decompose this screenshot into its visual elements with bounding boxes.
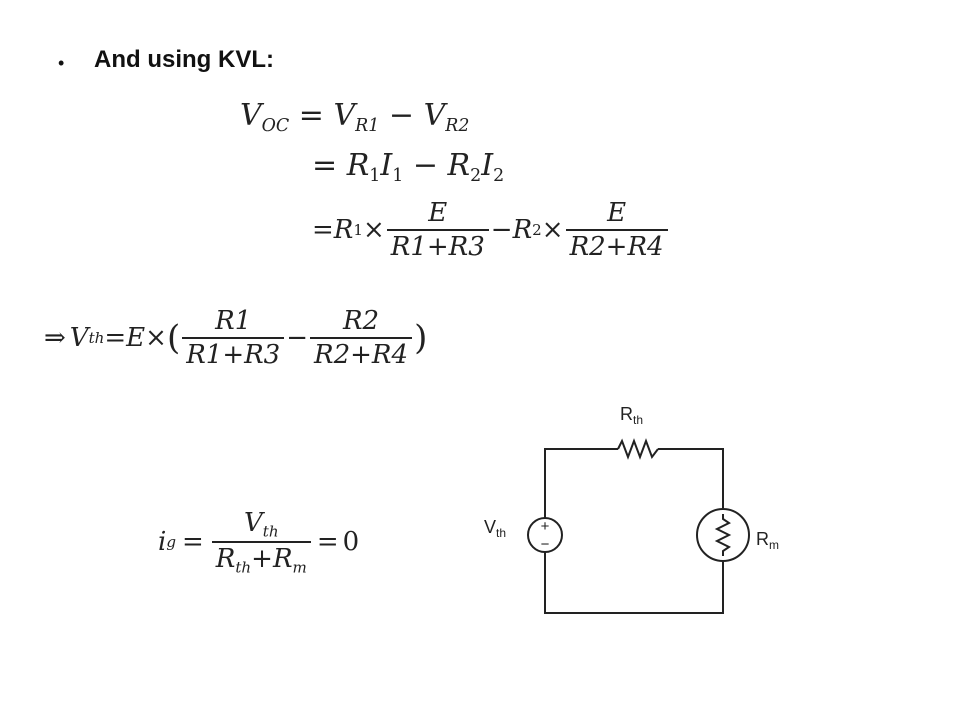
e-symbol: E: [126, 323, 146, 353]
minus-sign: −: [412, 148, 438, 183]
minus-sign: −: [388, 98, 415, 133]
equals-sign: =: [316, 527, 339, 558]
fraction-numerator: R1: [215, 306, 252, 336]
vth-label: Vth: [484, 517, 506, 540]
left-paren: (: [166, 318, 181, 358]
vth-label-subscript: th: [496, 526, 506, 540]
rth-subscript: th: [235, 558, 252, 577]
fraction-denominator: Rth+Rm: [211, 541, 311, 577]
i1-symbol: I: [380, 148, 393, 183]
fraction-e-over-r1-r3: E R1+R3: [386, 198, 489, 262]
r2-symbol: R: [512, 215, 533, 245]
fraction-r2-over-r2-r4: R2 R2+R4: [310, 306, 413, 370]
rth-symbol: R: [215, 544, 236, 575]
equals-sign: =: [104, 323, 127, 353]
times-sign: ×: [362, 215, 385, 245]
vr1-subscript: R1: [355, 116, 380, 137]
i2-subscript: 2: [493, 166, 505, 187]
rth-resistor-zigzag: [617, 438, 659, 460]
bullet-point: •: [58, 53, 65, 73]
rm-symbol: R: [272, 544, 293, 575]
rm-label-main: R: [756, 529, 769, 549]
rm-label-subscript: m: [769, 538, 779, 552]
voc-subscript: OC: [261, 116, 290, 137]
minus-sign: −: [286, 323, 309, 353]
r2-subscript: 2: [532, 221, 542, 239]
fraction-r1-over-r1-r3: R1 R1+R3: [182, 306, 285, 370]
voc-symbol: V: [240, 98, 262, 133]
vth-subscript: th: [88, 329, 105, 347]
rth-label-main: R: [620, 404, 633, 424]
fraction-numerator: R2: [342, 306, 380, 336]
r1-symbol: R: [346, 148, 370, 183]
fraction-denominator: R1+R3: [182, 337, 285, 370]
meter-circle: [696, 508, 750, 562]
circuit-wires: [527, 438, 750, 614]
source-minus-sign: −: [541, 536, 550, 553]
fraction-numerator: E: [607, 198, 627, 228]
fraction-denominator: R2+R4: [310, 337, 413, 370]
vth-symbol: V: [69, 323, 89, 353]
voc-equation-line-2: = R1I1 − R2I2: [312, 148, 504, 186]
vr1-symbol: V: [333, 98, 356, 133]
voltage-source-circle: [527, 517, 563, 553]
implies-arrow: ⇒: [44, 323, 66, 353]
rm-resistor-zigzag: [714, 514, 732, 556]
r1-subscript: 1: [369, 166, 381, 187]
times-sign: ×: [541, 215, 564, 245]
zero-value: 0: [342, 527, 360, 558]
source-plus-sign: +: [541, 518, 550, 535]
fraction-denominator: R2+R4: [565, 229, 668, 262]
equals-sign: =: [312, 148, 338, 183]
slide-heading: And using KVL:: [94, 46, 274, 73]
vth-subscript: th: [262, 522, 279, 541]
r2-symbol: R: [447, 148, 471, 183]
i1-subscript: 1: [392, 166, 404, 187]
ig-subscript: g: [166, 533, 176, 552]
minus-sign: −: [490, 215, 513, 245]
fraction-e-over-r2-r4: E R2+R4: [565, 198, 668, 262]
rth-label-subscript: th: [633, 413, 643, 427]
equals-sign: =: [298, 98, 324, 133]
ig-symbol: i: [158, 527, 167, 558]
right-paren: ): [414, 318, 428, 358]
equals-sign: =: [181, 527, 204, 558]
r1-symbol: R: [333, 215, 354, 245]
vth-symbol: V: [244, 508, 263, 538]
times-sign: ×: [145, 323, 167, 353]
r2-subscript: 2: [470, 166, 482, 187]
voc-equation-line-1: VOC = VR1 − VR2: [240, 98, 469, 136]
i2-symbol: I: [481, 148, 494, 183]
wire-left-top: [544, 448, 618, 518]
plus-sign: +: [251, 544, 273, 575]
vr2-symbol: V: [423, 98, 446, 133]
fraction-numerator: Vth: [240, 508, 283, 541]
r1-subscript: 1: [353, 221, 363, 239]
equals-sign: =: [312, 215, 334, 245]
rth-label: Rth: [620, 404, 643, 427]
fraction-denominator: R1+R3: [386, 229, 489, 262]
wire-right-top: [658, 448, 724, 508]
rm-subscript: m: [292, 558, 307, 577]
wire-bottom: [544, 552, 724, 614]
fraction-numerator: E: [428, 198, 448, 228]
vr2-subscript: R2: [445, 116, 470, 137]
fraction-vth-over-rth-rm: Vth Rth+Rm: [211, 508, 311, 577]
rm-label: Rm: [756, 529, 779, 552]
vth-label-main: V: [484, 517, 496, 537]
